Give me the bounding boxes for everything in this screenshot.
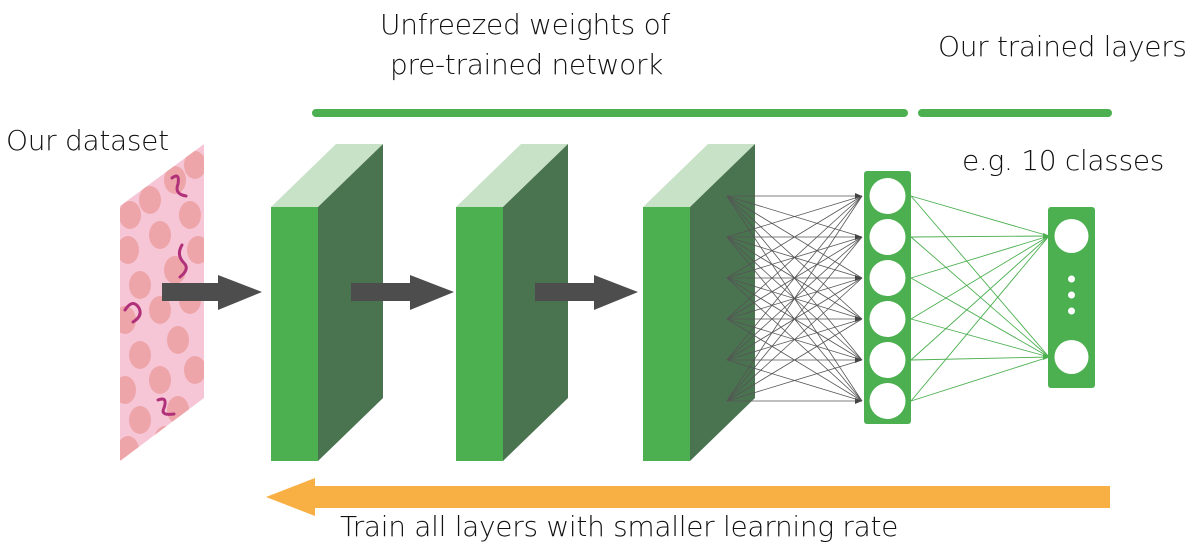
blood-cell	[120, 201, 141, 229]
ellipsis-dot	[1068, 275, 1075, 283]
edge	[910, 235, 1050, 279]
trained-bracket-bar	[918, 109, 1112, 117]
blood-cell	[129, 406, 151, 434]
unfreezed-label-line2: pre-trained network	[390, 48, 664, 81]
blood-cell	[154, 426, 176, 454]
blood-cell	[139, 186, 161, 214]
edge	[910, 356, 1050, 361]
blood-cell	[129, 271, 151, 299]
edge-arrowhead	[855, 193, 862, 199]
right-arrow-icon	[351, 275, 454, 310]
conv-block-2	[456, 144, 568, 461]
trained-layers-label: Our trained layers	[938, 30, 1187, 63]
blood-cell	[120, 306, 136, 334]
fully-connected-green-edges	[910, 195, 1050, 402]
right-arrow-icon	[162, 275, 262, 310]
edge	[726, 195, 863, 402]
parasite	[123, 302, 142, 324]
parasite	[177, 243, 188, 279]
edge-arrowhead	[1043, 233, 1050, 239]
edge	[910, 195, 1050, 237]
blood-cell	[149, 221, 171, 249]
right-arrow-icon	[535, 275, 638, 310]
edge-arrowhead	[1043, 354, 1050, 360]
blood-cell	[167, 396, 189, 424]
edge	[910, 235, 1050, 361]
hidden-neuron	[869, 219, 906, 255]
ellipsis-dot	[1068, 291, 1075, 299]
blood-cell	[179, 201, 201, 229]
hidden-neuron	[869, 301, 906, 337]
classes-label: e.g. 10 classes	[962, 144, 1165, 177]
edge	[910, 236, 1050, 358]
edge-arrowhead	[855, 357, 862, 363]
blood-cell	[120, 436, 139, 461]
blood-cell	[164, 166, 186, 194]
edge	[726, 195, 863, 238]
fully-connected-gray-edges	[726, 193, 863, 404]
output-neuron	[1054, 219, 1089, 253]
blood-cell	[187, 236, 204, 264]
edge	[726, 277, 863, 402]
parasite	[170, 174, 188, 198]
edge	[726, 195, 863, 279]
edge	[726, 195, 863, 320]
edge-arrowhead	[855, 398, 862, 404]
output-neuron	[1054, 340, 1089, 374]
edge	[910, 195, 1050, 358]
blood-cell	[184, 356, 204, 384]
hidden-neuron	[869, 178, 906, 214]
edge	[910, 318, 1050, 358]
edge	[726, 359, 863, 402]
hidden-layer	[864, 171, 911, 424]
edge	[910, 235, 1050, 238]
conv-block-1	[271, 144, 383, 461]
blood-cell	[120, 376, 136, 404]
hidden-neuron	[869, 342, 906, 378]
blood-cell	[129, 341, 151, 369]
output-layer	[1048, 207, 1095, 388]
unfreezed-label-line1: Unfreezed weights of	[380, 8, 670, 41]
edge-arrowhead	[855, 316, 862, 322]
edge-arrowhead	[855, 275, 862, 281]
hidden-neuron	[869, 383, 906, 419]
edge	[910, 356, 1050, 402]
blood-cell	[149, 296, 171, 324]
hidden-neuron	[869, 260, 906, 296]
blood-cell	[149, 366, 171, 394]
edge	[726, 195, 863, 361]
blood-cell	[167, 326, 189, 354]
edge-arrowhead	[855, 234, 862, 240]
left-arrow-icon	[266, 478, 1110, 516]
dataset-image	[120, 144, 204, 461]
pretrained-bracket-bar	[312, 109, 908, 117]
edge	[910, 235, 1050, 320]
edge	[726, 318, 863, 402]
edge	[726, 236, 863, 402]
blood-cell	[184, 151, 204, 179]
edge	[910, 277, 1050, 358]
conv-block-3	[643, 144, 755, 461]
blood-cell	[120, 236, 139, 264]
dataset-label: Our dataset	[6, 124, 169, 157]
parasite	[156, 397, 176, 416]
train-all-label: Train all layers with smaller learning r…	[340, 510, 899, 543]
ellipsis-dot	[1068, 307, 1075, 315]
edge	[910, 235, 1050, 402]
